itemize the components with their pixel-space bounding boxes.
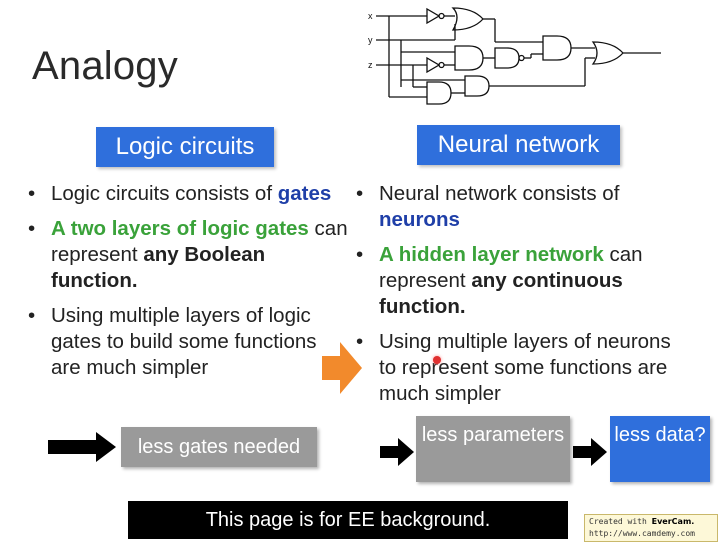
less-gates-needed-box: less gates needed <box>121 427 317 467</box>
list-item: • Neural network consists of neurons <box>356 181 686 233</box>
bullet-dot: • <box>356 330 364 353</box>
bullet-dot: • <box>356 243 364 266</box>
bullet-text: Using multiple layers of logic gates to … <box>51 304 317 379</box>
neural-network-header: Neural network <box>417 125 620 165</box>
logic-circuit-diagram: x y z <box>368 7 661 105</box>
watermark-line1: Created with <box>589 517 652 526</box>
bold-text: any Boolean function. <box>51 243 266 292</box>
circuit-label-y: y <box>368 35 373 45</box>
list-item: • Using multiple layers of logic gates t… <box>28 303 348 381</box>
bullet-text: Logic circuits consists of <box>51 182 278 205</box>
slide-title: Analogy <box>32 44 178 88</box>
caption-bar: This page is for EE background. <box>128 501 568 539</box>
bullet-text: can represent <box>51 217 348 266</box>
watermark-url: http://www.camdemy.com <box>589 529 695 538</box>
green-emphasis-text: A two layers of logic gates <box>51 217 309 240</box>
evercam-watermark: Created with EverCam. http://www.camdemy… <box>584 514 718 542</box>
logic-circuits-bullet-list: • Logic circuits consists of gates • A t… <box>28 181 348 390</box>
emphasis-text: gates <box>277 182 332 205</box>
black-right-arrow-icon <box>48 432 116 462</box>
laser-pointer-icon <box>433 356 441 364</box>
black-right-arrow-icon <box>380 438 414 466</box>
watermark-brand: EverCam. <box>651 517 695 526</box>
bullet-dot: • <box>28 182 36 205</box>
list-item: • Logic circuits consists of gates <box>28 181 348 207</box>
circuit-label-x: x <box>368 11 373 21</box>
bullet-text: Neural network consists of <box>379 182 620 205</box>
emphasis-text: neurons <box>379 208 460 231</box>
bullet-dot: • <box>28 217 36 240</box>
list-item: • A hidden layer network can represent a… <box>356 242 686 320</box>
orange-right-arrow-icon <box>322 342 362 394</box>
circuit-label-z: z <box>368 60 373 70</box>
less-parameters-box: less parameters <box>416 416 570 482</box>
black-right-arrow-icon <box>573 438 607 466</box>
list-item: • Using multiple layers of neurons to re… <box>356 329 686 407</box>
bullet-dot: • <box>356 182 364 205</box>
bullet-text: Using multiple layers of neurons to repr… <box>379 330 671 405</box>
less-data-box: less data? <box>610 416 710 482</box>
bullet-dot: • <box>28 304 36 327</box>
neural-network-bullet-list: • Neural network consists of neurons • A… <box>356 181 686 416</box>
green-emphasis-text: A hidden layer network <box>379 243 604 266</box>
bold-text: any continuous function. <box>379 269 623 318</box>
logic-circuits-header: Logic circuits <box>96 127 274 167</box>
list-item: • A two layers of logic gates can repres… <box>28 216 348 294</box>
bullet-text: can represent <box>379 243 643 292</box>
